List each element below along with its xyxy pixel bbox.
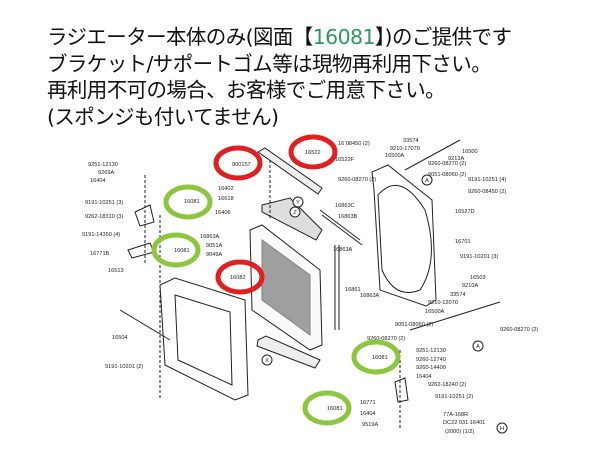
highlight-circle-red: [288, 134, 338, 170]
part-label: 9269A: [98, 170, 114, 176]
part-label: 16404: [360, 411, 376, 417]
reference-marker: Z: [293, 210, 297, 216]
highlight-circle-green: [163, 184, 213, 220]
part-label: 16 08450 (2): [338, 141, 370, 147]
part-label: 16081: [184, 199, 200, 205]
part-label: 16863A: [360, 293, 380, 299]
part-label: 16402: [218, 186, 234, 192]
lower-tank: [256, 335, 321, 369]
part-label: 16404: [90, 178, 106, 184]
part-label: 9260-08270 (2): [367, 336, 405, 342]
part-label: 16082: [230, 275, 246, 281]
highlight-circle-red: [215, 259, 265, 295]
part-label: 900157: [232, 162, 251, 168]
highlight-circle-green: [151, 232, 201, 268]
part-label: 9262-18240 (2): [428, 382, 466, 388]
reference-marker: X: [265, 358, 269, 364]
part-label: 9262-18310 (3): [85, 214, 123, 220]
part-label: 16863A: [333, 247, 353, 253]
part-label: 16771B: [90, 251, 110, 257]
part-label: 16771: [360, 400, 376, 406]
part-label: 9260-08270 (2): [428, 161, 466, 167]
part-label: 9051A: [206, 243, 222, 249]
part-label: DC22 031 16401: [443, 420, 485, 426]
part-label: 9051-08060 (2): [428, 172, 466, 178]
part-label: 9191-10251 (3): [85, 200, 123, 206]
part-label: 9260-08270 (2): [500, 327, 538, 333]
part-label: 16863A: [200, 234, 220, 240]
reference-marker-circle: [289, 206, 301, 218]
part-label: 9519A: [362, 422, 378, 428]
part-label: 9191-10201 (2): [105, 364, 143, 370]
part-label: 9210-12070: [428, 300, 458, 306]
part-label: 9049A: [206, 252, 222, 258]
notice-line-1: ラジエーター本体のみ(図面【16081】)のご提供です: [47, 25, 512, 49]
notice-line-4: (スポンジも付いてません): [47, 104, 279, 129]
part-label: (2000) (1/2): [445, 429, 474, 435]
highlight-circle-green: [351, 339, 401, 375]
reference-marker: A: [425, 178, 429, 184]
part-label: 16513: [108, 268, 124, 274]
fan-shroud: [371, 164, 437, 307]
part-label: 77A-168R: [443, 412, 468, 418]
reference-marker: Y: [296, 200, 300, 206]
part-number: 16081: [312, 25, 376, 49]
notice-text: ラジエーター本体のみ(図面【16081】)のご提供です ブラケット/サポートゴム…: [47, 24, 512, 130]
part-label: 9260-12740: [416, 357, 446, 363]
part-label: 9251-12130: [88, 162, 118, 168]
part-label: 16522: [305, 150, 321, 156]
highlight-circle-red: [213, 145, 263, 181]
reference-marker: H: [500, 426, 504, 432]
reference-marker-circle: [496, 422, 508, 434]
part-label: 9210-17070: [390, 146, 420, 152]
part-label: 16522F: [335, 157, 355, 163]
part-label: 16863C: [335, 203, 355, 209]
part-label: 16404: [416, 374, 432, 380]
part-label: 9260-08450 (2): [468, 189, 506, 195]
part-label: 9191-10251 (2): [435, 394, 473, 400]
reference-marker-circle: [292, 196, 304, 208]
upper-tank: [261, 197, 323, 241]
part-label: 9191-10251 (4): [468, 177, 506, 183]
part-label: 16701: [455, 239, 471, 245]
part-label: 16527D: [455, 209, 475, 215]
part-label: 16081: [327, 406, 343, 412]
part-label: 16863B: [338, 214, 358, 220]
part-label: 16618: [218, 196, 234, 202]
part-label: 9213A: [448, 156, 464, 162]
notice-line-3: 再利用不可の場合、お客様でご用意下さい。: [47, 78, 446, 102]
part-label: 33574: [403, 138, 419, 144]
part-label: 9191-14350 (4): [82, 232, 120, 238]
reference-marker-circle: [421, 174, 433, 186]
radiator-frame: [159, 277, 249, 401]
part-label: 16503: [470, 275, 486, 281]
part-label: 16861: [345, 287, 361, 293]
part-label: 16504: [112, 335, 128, 341]
highlight-circle-green: [302, 390, 352, 426]
part-label: 9260-14400: [416, 365, 446, 371]
part-label: 9260-08270 (2): [338, 177, 376, 183]
part-label: 16081: [174, 248, 190, 254]
part-label: 16500: [462, 149, 478, 155]
part-label: 16500A: [425, 309, 445, 315]
part-label: 9191-10201 (3): [460, 254, 498, 260]
part-label: 33574: [450, 292, 466, 298]
reference-marker: A: [476, 344, 480, 350]
part-label: 9251-12130: [416, 348, 446, 354]
part-label: 9051-08060 (2): [395, 322, 433, 328]
notice-line-2: ブラケット/サポートゴム等は現物再利用下さい。: [47, 51, 492, 76]
reference-marker-circle: [261, 354, 273, 366]
top-bracket: [257, 147, 323, 195]
part-label: 9210A: [462, 283, 478, 289]
part-label: 16081: [372, 355, 388, 361]
part-label: 16406: [215, 210, 231, 216]
part-label: 16500A: [385, 153, 405, 159]
reference-marker-circle: [472, 340, 484, 352]
